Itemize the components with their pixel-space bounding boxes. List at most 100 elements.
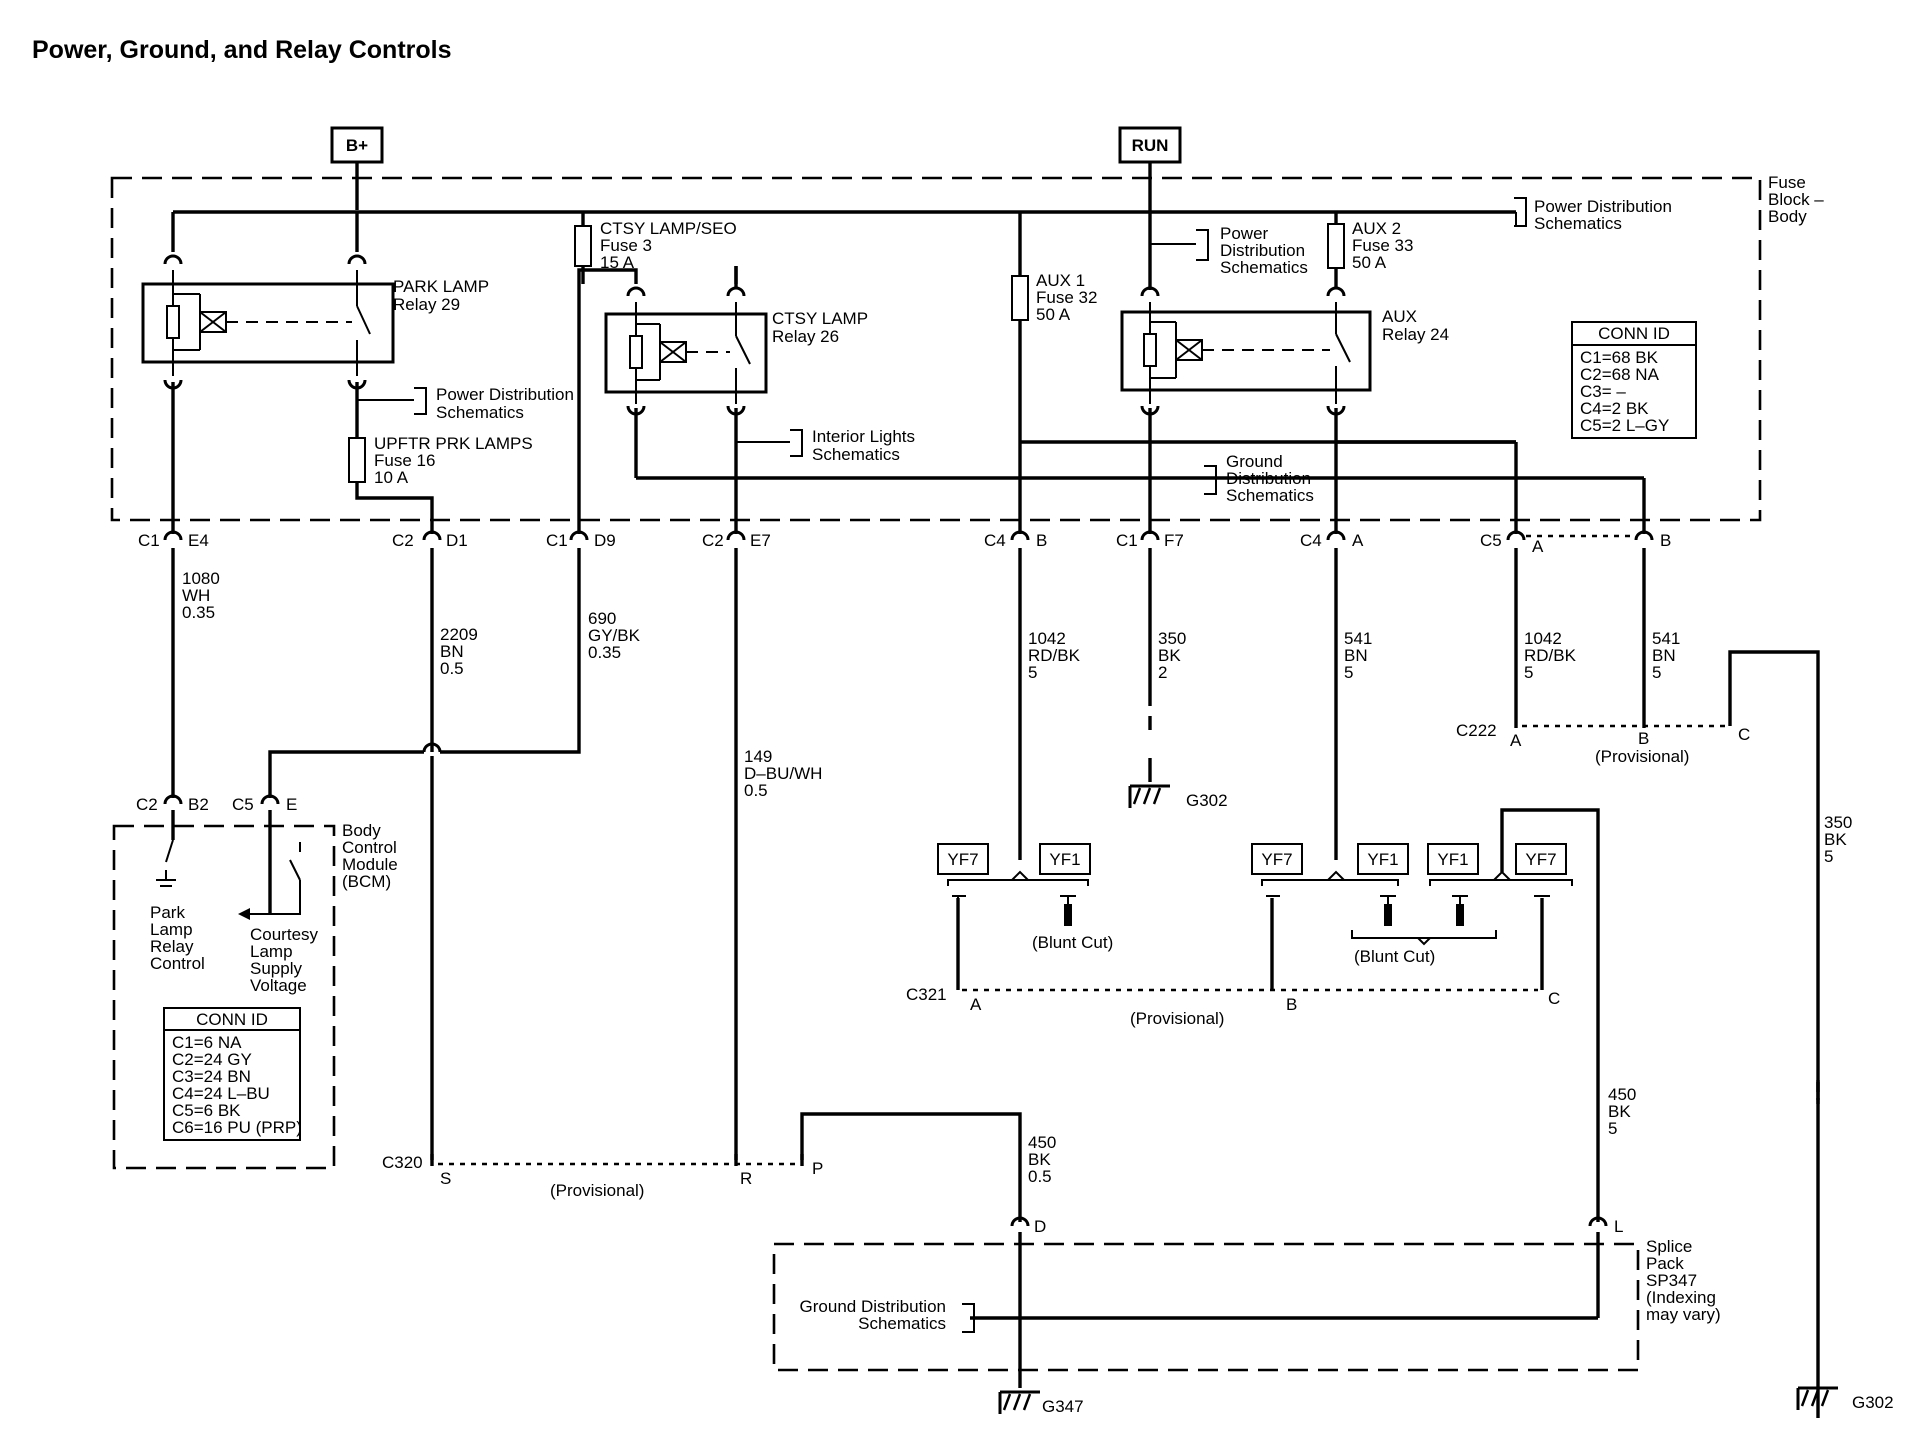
connector-c320: C320 S R P (Provisional)	[382, 1153, 823, 1200]
svg-text:C4=24 L–BU: C4=24 L–BU	[172, 1084, 270, 1103]
ref-power-dist-left-2: Schematics	[436, 403, 524, 422]
svg-text:1042: 1042	[1524, 629, 1562, 648]
svg-text:Ground Distribution: Ground Distribution	[800, 1297, 946, 1316]
svg-text:UPFTR PRK LAMPS: UPFTR PRK LAMPS	[374, 434, 533, 453]
svg-text:350: 350	[1158, 629, 1186, 648]
svg-text:Lamp: Lamp	[250, 942, 293, 961]
svg-text:C: C	[1548, 989, 1560, 1008]
svg-text:Fuse 32: Fuse 32	[1036, 288, 1097, 307]
svg-text:(Blunt Cut): (Blunt Cut)	[1354, 947, 1435, 966]
svg-text:2209: 2209	[440, 625, 478, 644]
park-lamp-relay-label-2: Relay 29	[393, 295, 460, 314]
svg-text:B: B	[1638, 729, 1649, 748]
svg-text:A: A	[970, 995, 982, 1014]
fuse-ctsy: CTSY LAMP/SEO Fuse 3 15 A	[574, 219, 737, 272]
svg-text:A: A	[1532, 537, 1544, 556]
option-group-left: YF7 YF1 (Blunt Cut)	[937, 843, 1113, 990]
park-lamp-relay: PARK LAMP Relay 29	[141, 270, 489, 376]
svg-text:CTSY LAMP/SEO: CTSY LAMP/SEO	[600, 219, 737, 238]
connector-c321: C321 A B C (Provisional)	[906, 985, 1560, 1028]
ref-power-dist-left-1: Power Distribution	[436, 385, 574, 404]
ctsy-lamp-relay: CTSY LAMP Relay 26	[604, 302, 868, 404]
wire-350-a: 350 BK 2	[1158, 629, 1186, 682]
svg-text:C1: C1	[546, 531, 568, 550]
svg-text:2: 2	[1158, 663, 1167, 682]
svg-text:Fuse 3: Fuse 3	[600, 236, 652, 255]
ground-g302-a: G302	[1186, 791, 1228, 810]
run-label: RUN	[1132, 136, 1169, 155]
svg-text:Pack: Pack	[1646, 1254, 1684, 1273]
ground-g347: G347	[1042, 1397, 1084, 1416]
svg-text:D–BU/WH: D–BU/WH	[744, 764, 822, 783]
wire-350-b: 350 BK 5	[1824, 813, 1852, 866]
svg-text:BN: BN	[440, 642, 464, 661]
svg-text:C5: C5	[232, 795, 254, 814]
svg-text:Schematics: Schematics	[1226, 486, 1314, 505]
svg-text:C2: C2	[702, 531, 724, 550]
bplus-source: B+	[330, 126, 384, 164]
svg-text:S: S	[440, 1169, 451, 1188]
splice-pack-label: Splice Pack SP347 (Indexing may vary)	[1646, 1237, 1721, 1324]
svg-text:Supply: Supply	[250, 959, 302, 978]
svg-text:541: 541	[1652, 629, 1680, 648]
svg-text:5: 5	[1028, 663, 1037, 682]
conn-id-bcm: CONN ID C1=6 NA C2=24 GY C3=24 BN C4=24 …	[163, 1007, 302, 1141]
svg-text:541: 541	[1344, 629, 1372, 648]
svg-text:AUX 1: AUX 1	[1036, 271, 1085, 290]
svg-text:BK: BK	[1158, 646, 1181, 665]
svg-text:P: P	[812, 1159, 823, 1178]
svg-text:Fuse 16: Fuse 16	[374, 451, 435, 470]
svg-text:E7: E7	[750, 531, 771, 550]
svg-text:(Provisional): (Provisional)	[1595, 747, 1689, 766]
bcm-outline	[112, 824, 336, 1170]
svg-text:YF7: YF7	[947, 850, 978, 869]
svg-text:C4=2 BK: C4=2 BK	[1580, 399, 1649, 418]
svg-text:0.35: 0.35	[588, 643, 621, 662]
svg-text:E4: E4	[188, 531, 209, 550]
svg-text:YF1: YF1	[1367, 850, 1398, 869]
svg-text:D9: D9	[594, 531, 616, 550]
svg-text:C320: C320	[382, 1153, 423, 1172]
svg-text:A: A	[1352, 531, 1364, 550]
wire-2209: 2209 BN 0.5	[440, 625, 478, 678]
svg-text:Park: Park	[150, 903, 185, 922]
wire-450-b: 450 BK 5	[1608, 1085, 1636, 1138]
svg-text:Schematics: Schematics	[1534, 214, 1622, 233]
svg-text:Schematics: Schematics	[812, 445, 900, 464]
fuse-block-outline	[110, 176, 1762, 522]
connector-row: C1 E4 C2 D1 C1 D9 C2 E7 C4 B C1 F7 C4 A …	[138, 530, 1671, 556]
svg-text:YF7: YF7	[1261, 850, 1292, 869]
svg-text:C1: C1	[1116, 531, 1138, 550]
conn-id-fuse-block: CONN ID C1=68 BK C2=68 NA C3= – C4=2 BK …	[1571, 321, 1697, 439]
svg-text:RD/BK: RD/BK	[1028, 646, 1081, 665]
svg-text:C4: C4	[984, 531, 1006, 550]
svg-text:5: 5	[1524, 663, 1533, 682]
svg-text:5: 5	[1824, 847, 1833, 866]
svg-text:C: C	[1738, 725, 1750, 744]
svg-text:1042: 1042	[1028, 629, 1066, 648]
svg-text:Module: Module	[342, 855, 398, 874]
svg-text:Fuse: Fuse	[1768, 173, 1806, 192]
svg-text:0.35: 0.35	[182, 603, 215, 622]
connector-c222: C222 A B C (Provisional)	[1456, 718, 1750, 766]
svg-text:SP347: SP347	[1646, 1271, 1697, 1290]
svg-text:B2: B2	[188, 795, 209, 814]
svg-text:GY/BK: GY/BK	[588, 626, 641, 645]
svg-text:C2=24 GY: C2=24 GY	[172, 1050, 252, 1069]
svg-text:Fuse 33: Fuse 33	[1352, 236, 1413, 255]
wire-1080: 1080 WH 0.35	[182, 569, 220, 622]
svg-text:C222: C222	[1456, 721, 1497, 740]
svg-text:0.5: 0.5	[1028, 1167, 1052, 1186]
svg-text:Relay 26: Relay 26	[772, 327, 839, 346]
svg-text:C2: C2	[392, 531, 414, 550]
option-group-right: YF7 YF1 YF1 YF7 (Blunt Cut)	[1251, 808, 1600, 1222]
wire-450-a: 450 BK 0.5	[1028, 1133, 1056, 1186]
svg-text:C3=24 BN: C3=24 BN	[172, 1067, 251, 1086]
wire-541-b: 541 BN 5	[1652, 629, 1680, 682]
svg-text:Body: Body	[1768, 207, 1807, 226]
svg-text:350: 350	[1824, 813, 1852, 832]
svg-text:Schematics: Schematics	[1220, 258, 1308, 277]
svg-text:C321: C321	[906, 985, 947, 1004]
svg-text:WH: WH	[182, 586, 210, 605]
svg-text:5: 5	[1344, 663, 1353, 682]
